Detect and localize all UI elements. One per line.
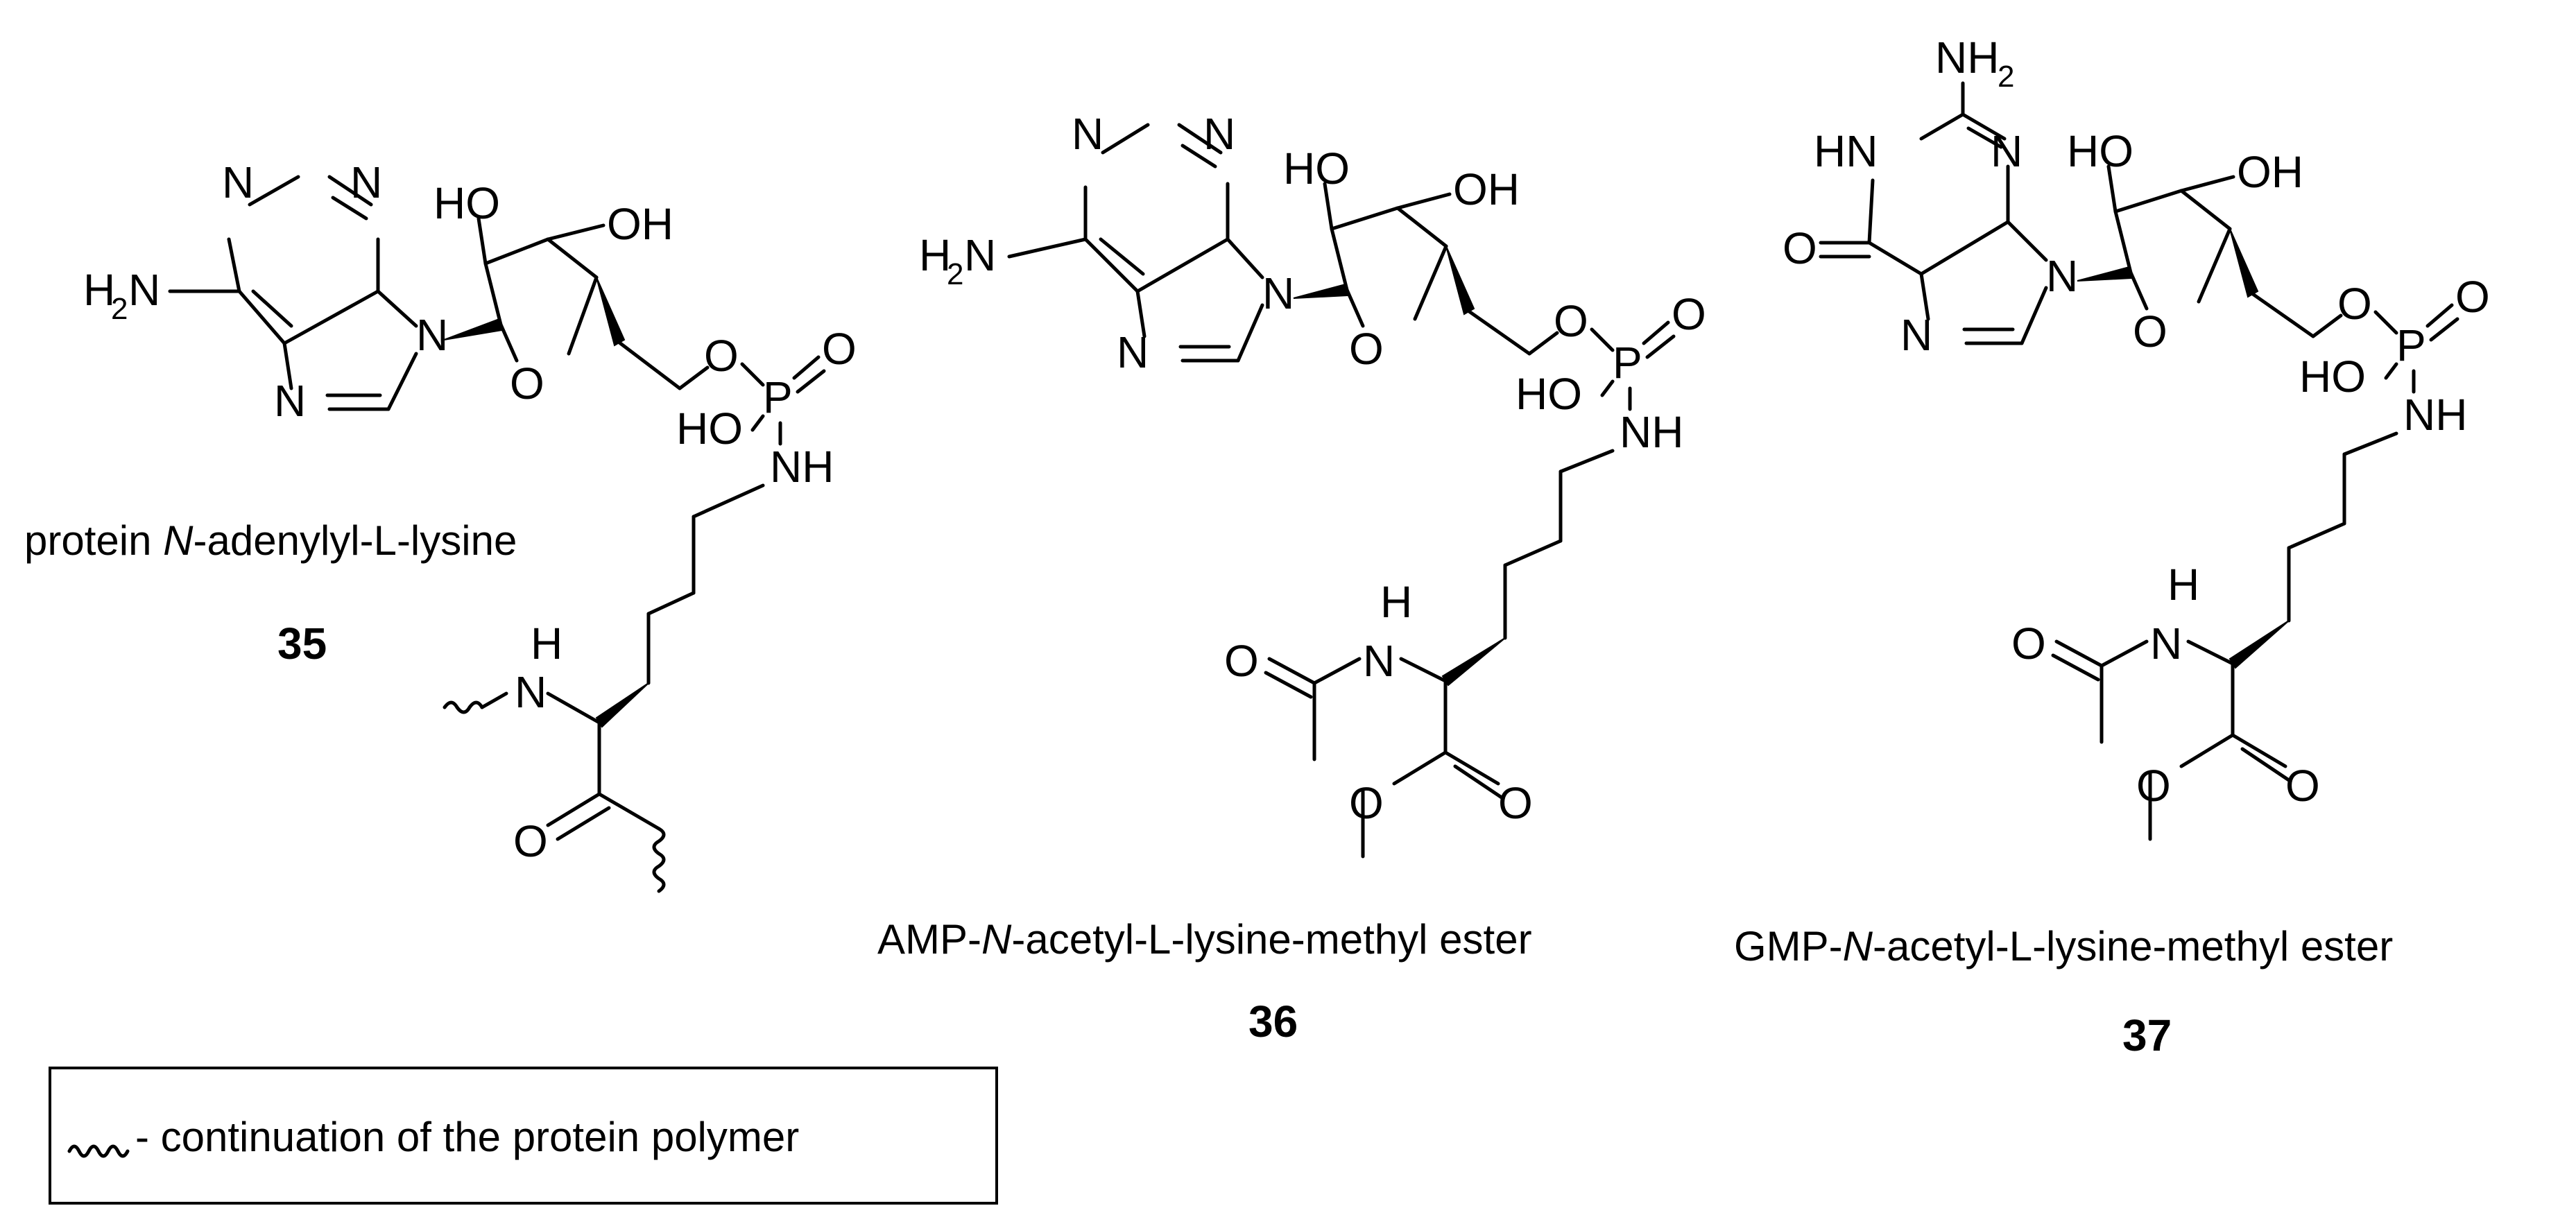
atom-nh: NH (2403, 390, 2467, 440)
atom-hn: HN (1814, 126, 1878, 176)
atom-o: O (2337, 279, 2372, 329)
compound-36-number: 36 (1248, 997, 1298, 1046)
atom-ho: HO (1515, 369, 1582, 419)
atom-o: O (2133, 307, 2167, 356)
atom-o: O (513, 816, 548, 866)
atom-n: N (1072, 109, 1104, 159)
atom-ho: HO (2299, 352, 2366, 402)
atom-o: O (822, 324, 857, 374)
atom-o: O (1224, 636, 1259, 686)
atom-ho: HO (2067, 126, 2133, 176)
atom-n: N (2046, 251, 2078, 301)
atom-p: P (763, 372, 793, 422)
subscript-2: 2 (1998, 60, 2014, 94)
atom-n: N (416, 310, 448, 360)
atom-ho: HO (433, 178, 500, 228)
compound-37-structure: NH 2 HN N O N N O HO OH O P O HO NH H N … (1783, 33, 2490, 841)
atom-n: N (1991, 126, 2023, 176)
atom-p: P (1613, 338, 1642, 388)
atom-o: O (510, 359, 544, 408)
atom-n: N (1363, 636, 1395, 686)
legend-border (49, 1067, 998, 1205)
atom-n: N (128, 265, 160, 315)
atom-n: N (274, 376, 306, 426)
legend-box: - continuation of the protein polymer (49, 1067, 998, 1205)
compound-36-name: AMP-N-acetyl-L-lysine-methyl ester (877, 916, 1532, 963)
atom-oh: OH (1453, 164, 1520, 214)
atom-p: P (2396, 320, 2426, 370)
wavy-bond-icon (67, 1144, 130, 1158)
atom-n: N (1900, 310, 1932, 360)
atom-nh: NH (1620, 407, 1683, 457)
atom-oh: OH (2237, 147, 2303, 197)
atom-h: NH (1935, 33, 1999, 83)
atom-n: N (2150, 619, 2182, 669)
atom-n: N (1203, 109, 1235, 159)
compound-36-structure: N N H 2 N N N O HO OH O P O HO NH H N O … (919, 109, 1706, 859)
compound-35-name: protein N-adenylyl-L-lysine (24, 517, 517, 564)
compound-35-structure: N N H 2 N N N O HO OH O P O HO NH H N O (83, 157, 857, 893)
atom-n: N (1262, 268, 1294, 318)
atom-h: H (919, 230, 951, 280)
atom-o: O (1672, 289, 1706, 339)
atom-ho: HO (1283, 144, 1350, 193)
legend-text: - continuation of the protein polymer (135, 1114, 799, 1160)
atom-h: H (531, 619, 563, 669)
atom-oh: OH (607, 199, 673, 249)
atom-h: H (83, 265, 115, 315)
atom-o: O (2136, 761, 2171, 811)
compound-37-name: GMP-N-acetyl-L-lysine-methyl ester (1734, 923, 2393, 969)
atom-o: O (1349, 778, 1384, 828)
subscript-2: 2 (111, 292, 128, 326)
atom-o: O (1349, 324, 1384, 374)
atom-o: O (2285, 761, 2320, 811)
atom-nh: NH (770, 442, 834, 492)
atom-o: O (1498, 778, 1533, 828)
compound-35-number: 35 (277, 619, 327, 669)
atom-o: O (2011, 619, 2046, 669)
subscript-2: 2 (947, 257, 963, 291)
atom-h: H (2167, 560, 2199, 610)
atom-ho: HO (676, 404, 743, 454)
compound-37-number: 37 (2122, 1010, 2172, 1060)
atom-n: N (222, 157, 254, 207)
atom-o: O (2455, 272, 2490, 322)
atom-n: N (350, 157, 382, 207)
atom-o: O (1783, 223, 1817, 273)
atom-o: O (1554, 296, 1588, 346)
atom-n: N (1117, 327, 1149, 377)
atom-h: H (1380, 577, 1412, 627)
atom-n: N (515, 667, 547, 717)
atom-o: O (704, 331, 739, 381)
atom-n: N (964, 230, 996, 280)
